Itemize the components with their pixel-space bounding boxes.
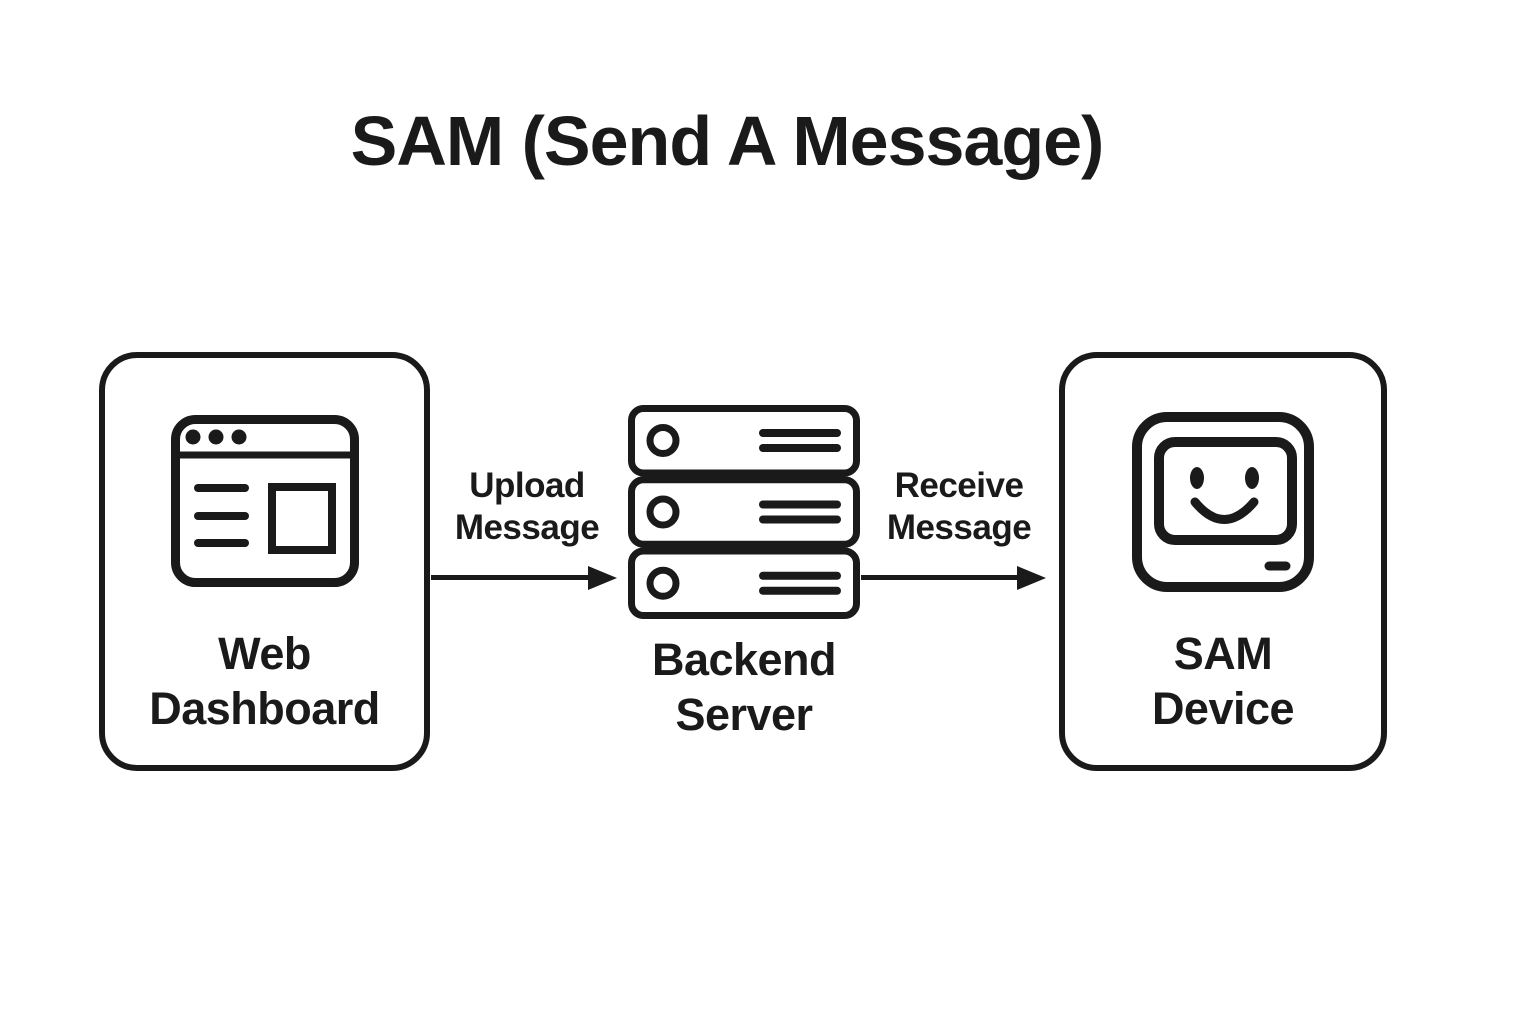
node-label-line: SAM xyxy=(1173,628,1273,679)
edge-label-line: Upload xyxy=(469,466,585,505)
node-label-backend-server: Backend Server xyxy=(534,632,954,742)
browser-window-icon xyxy=(170,415,359,587)
receive-arrow-shaft xyxy=(861,575,1018,580)
node-label-line: Server xyxy=(675,689,813,740)
node-label-line: Backend xyxy=(651,634,837,685)
receive-message-label: Receive Message xyxy=(849,465,1069,549)
upload-arrow-head xyxy=(588,566,617,590)
upload-arrow-shaft xyxy=(431,575,589,580)
diagram-title: SAM (Send A Message) xyxy=(350,102,1105,180)
edge-label-line: Receive xyxy=(894,466,1024,505)
node-web-dashboard: Web Dashboard xyxy=(99,352,430,771)
node-label-sam-device: SAM Device xyxy=(1065,626,1381,736)
edge-label-line: Message xyxy=(454,508,600,547)
node-label-web-dashboard: Web Dashboard xyxy=(105,626,424,736)
node-sam-device: SAM Device xyxy=(1059,352,1387,771)
server-stack-icon xyxy=(628,405,860,619)
node-label-line: Dashboard xyxy=(149,683,380,734)
upload-message-label: Upload Message xyxy=(417,465,637,549)
node-label-line: Web xyxy=(218,628,311,679)
edge-label-line: Message xyxy=(886,508,1032,547)
node-backend-server: Backend Server xyxy=(628,405,860,740)
node-label-line: Device xyxy=(1151,683,1295,734)
receive-arrow-head xyxy=(1017,566,1046,590)
retro-computer-face-icon xyxy=(1132,412,1314,592)
